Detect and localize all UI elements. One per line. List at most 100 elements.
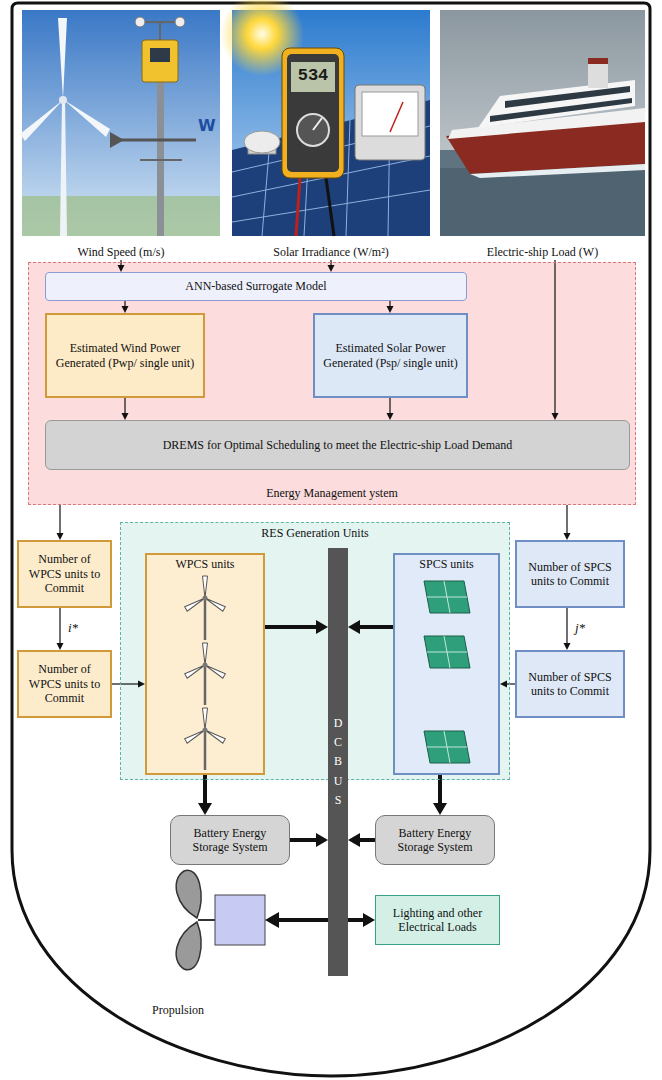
arrow-head [57,643,64,650]
node-text: Energy Management ystem [266,486,398,500]
wind-turbine-icon-part [204,665,207,705]
solar-photo-part [346,120,350,236]
meter-reading: 534 [291,66,335,85]
system-region: Energy Management ystem ANN-based Surroga… [28,262,636,505]
ship-hull-outline [12,3,650,1076]
node-text: Number of WPCS units to Commit [24,662,105,705]
wind-photo-part [22,196,220,236]
connector-line [554,260,555,414]
solar-photo-part [291,62,335,92]
arrow-head [57,533,64,540]
edge-label: i* [68,620,78,636]
solar-photo-part [390,102,403,132]
solar-panel-icon-part [424,581,470,613]
connector-line [348,918,364,922]
arrow-head [316,620,328,634]
wind-turbine-icon-part [203,663,208,668]
arrow-head [387,413,394,420]
solar-photo-part [326,178,334,236]
unit-group: WPCS units [145,553,265,775]
node-text: Estimated Solar Power Generated (Psp/ si… [320,341,461,370]
wind-turbine-icon [185,576,226,640]
solar-photo-part [297,114,329,146]
solar-photo-part [355,85,425,160]
node-text: Number of SPCS units to Commit [522,560,618,589]
power-arrow [348,913,375,927]
solar-panel-icon-part [427,652,467,653]
connector-line [265,625,317,629]
propulsion-symbol [176,870,328,970]
signal-arrow [122,301,129,313]
solar-photo [220,0,430,236]
connector-line [566,608,567,644]
solar-photo-part [244,131,280,153]
wind-photo-part [118,139,196,142]
propulsion-symbol-part [265,912,279,928]
power-arrow [265,620,328,634]
power-arrow [348,620,393,634]
wind-turbine-icon-part [203,728,208,733]
solar-photo-part [296,178,300,236]
wind-photo-part [140,21,180,23]
signal-arrow [57,608,64,650]
arrow-head [387,306,394,313]
node-text: Lighting and other Electrical Loads [381,906,494,935]
signal-arrow [564,608,571,650]
wind-units-fill [145,553,265,775]
wind-turbine-icon-part [203,576,208,598]
node-text: Estimated Wind Power Generated (Pwp/ sin… [52,341,198,370]
wind-photo-part [140,159,182,161]
propulsion-symbol-part [215,895,265,945]
wind-turbine-icon [185,708,226,770]
wind-photo-part [135,17,145,27]
arrow-head [552,413,559,420]
wind-photo-part [58,18,67,99]
input-photo: Wind Speed (m/s) [22,8,220,260]
node-text: RES Generation Units [261,526,368,540]
solar-photo-part [313,118,322,130]
solar-units-fill [393,553,500,775]
node-text: WPCS units [175,557,234,571]
power-arrow [290,833,328,847]
power-arrow [348,833,375,847]
node-text: SPCS units [419,557,473,571]
unit-group: SPCS units [393,553,500,775]
system-region-fill [28,262,636,505]
process-box: Estimated Solar Power Generated (Psp/ si… [313,313,468,398]
connector-line [59,608,60,644]
connector-line [290,838,317,842]
wind-turbine-icon-part [203,596,208,601]
generation-region: RES Generation UnitsWPCS units SPCS units [120,522,510,780]
process-box: Estimated Wind Power Generated (Pwp/ sin… [45,313,205,398]
process-box: ANN-based Surrogate Model [45,272,467,301]
node-text: Number of SPCS units to Commit [522,670,618,699]
input-photo: Electric-ship Load (W) [440,8,645,260]
connector-line [389,301,390,307]
node-text: DREMS for Optimal Scheduling to meet the… [163,438,513,452]
connector-line [112,683,139,684]
ship-photo-part [470,164,645,178]
solar-panel-icon-part [427,597,467,598]
power-arrow [433,775,447,815]
arrow-head [316,833,328,847]
ship-photo-part [440,10,645,236]
power-arrow [198,775,212,815]
wind-turbine-icon-part [203,643,208,665]
wind-photo-part [150,48,170,62]
ship-photo-part [440,168,645,236]
solar-photo-part [282,48,344,178]
signal-arrow [387,301,394,313]
wind-photo-part [59,96,67,104]
arrow-head [348,833,360,847]
node-text: Battery Energy Storage System [381,826,489,855]
signal-arrow [552,260,559,420]
output-box: Number of SPCS units to Commit [515,540,625,608]
node-text: Electric-ship Load (W) [487,245,598,259]
signal-arrow [112,681,145,688]
ship-photo-part [588,58,608,88]
solar-photo-part [287,54,339,172]
solar-panel-icon [424,636,470,668]
process-box: DREMS for Optimal Scheduling to meet the… [45,420,630,470]
